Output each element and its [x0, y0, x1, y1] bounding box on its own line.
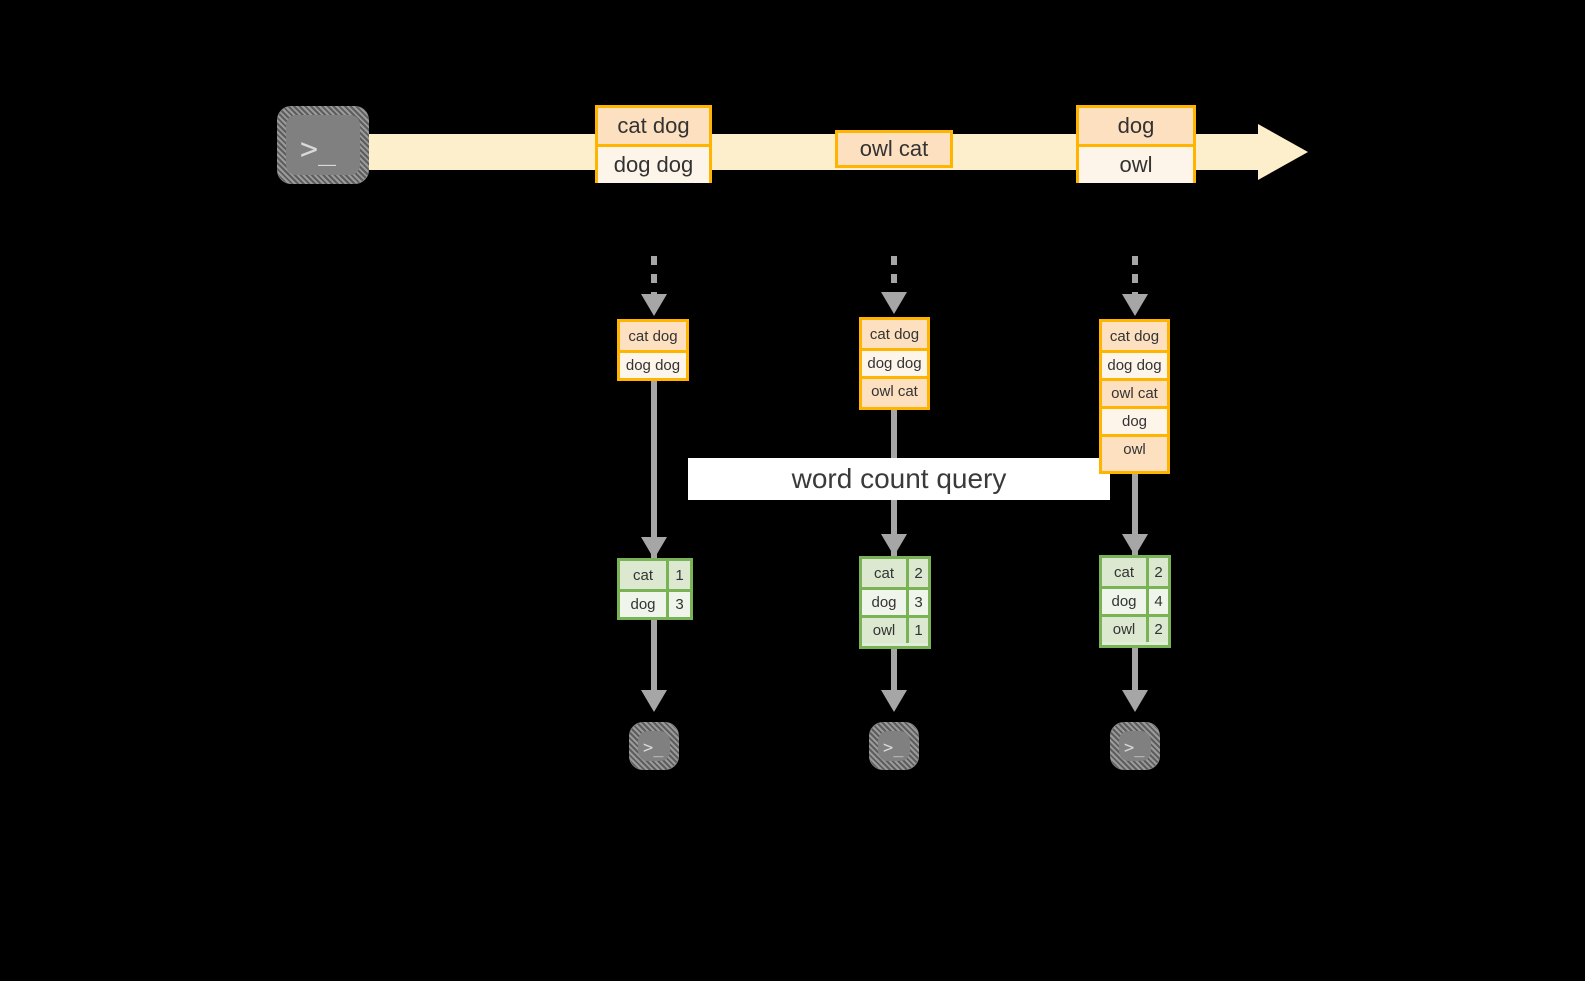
query-connector-head-2 — [881, 534, 907, 556]
terminal-prompt-glyph: >_ — [643, 738, 664, 758]
result-row: dog 3 — [862, 587, 928, 615]
result-word: cat — [1102, 558, 1146, 586]
result-count: 3 — [906, 590, 928, 615]
result-table-1: cat 1 dog 3 — [617, 558, 693, 620]
sink-connector-head-2 — [881, 690, 907, 712]
sink-terminal-icon-3[interactable]: >_ — [1110, 722, 1160, 770]
terminal-prompt-glyph: >_ — [1124, 738, 1145, 758]
dashed-connector-head-3 — [1122, 294, 1148, 316]
result-word: dog — [620, 592, 666, 617]
result-count: 2 — [906, 559, 928, 587]
terminal-prompt-glyph: >_ — [300, 132, 337, 167]
result-count: 4 — [1146, 589, 1168, 614]
sink-connector-2 — [891, 649, 897, 693]
result-row: owl 1 — [862, 615, 928, 643]
result-word: dog — [862, 590, 906, 615]
result-row: dog 3 — [620, 589, 690, 617]
query-connector-1 — [651, 381, 657, 559]
snapshot-box-3: cat dog dog dog owl cat dog owl — [1099, 319, 1170, 474]
sink-connector-1 — [651, 620, 657, 692]
source-terminal-icon[interactable]: >_ — [277, 106, 369, 184]
result-word: cat — [620, 561, 666, 589]
stream-record-group-2: owl cat — [835, 130, 953, 168]
result-word: dog — [1102, 589, 1146, 614]
terminal-prompt-glyph: >_ — [883, 738, 904, 758]
result-table-2: cat 2 dog 3 owl 1 — [859, 556, 931, 649]
snapshot-record: dog dog — [1102, 350, 1167, 378]
stream-record: owl cat — [838, 133, 950, 165]
result-row: cat 2 — [1102, 558, 1168, 586]
snapshot-box-1: cat dog dog dog — [617, 319, 689, 381]
stream-record-group-3: dog owl — [1076, 105, 1196, 183]
snapshot-record: cat dog — [1102, 322, 1167, 350]
result-count: 2 — [1146, 617, 1168, 642]
result-word: owl — [862, 618, 906, 643]
result-row: cat 2 — [862, 559, 928, 587]
result-count: 2 — [1146, 558, 1168, 586]
sink-terminal-icon-1[interactable]: >_ — [629, 722, 679, 770]
snapshot-box-2: cat dog dog dog owl cat — [859, 317, 930, 410]
result-word: cat — [862, 559, 906, 587]
snapshot-record: dog dog — [620, 350, 686, 378]
stream-record-group-1: cat dog dog dog — [595, 105, 712, 183]
dashed-connector-2 — [891, 256, 897, 296]
snapshot-record: dog dog — [862, 348, 927, 376]
sink-connector-3 — [1132, 648, 1138, 693]
query-connector-head-3 — [1122, 534, 1148, 556]
sink-terminal-icon-2[interactable]: >_ — [869, 722, 919, 770]
terminal-face — [878, 731, 910, 761]
dashed-connector-1 — [651, 256, 657, 296]
snapshot-record: owl cat — [1102, 378, 1167, 406]
dashed-connector-head-2 — [881, 292, 907, 314]
query-label-banner: word count query — [688, 458, 1110, 500]
stream-record: owl — [1079, 144, 1193, 183]
result-word: owl — [1102, 617, 1146, 642]
stream-record: dog — [1079, 108, 1193, 144]
result-count: 1 — [666, 561, 690, 589]
result-row: owl 2 — [1102, 614, 1168, 642]
dashed-connector-head-1 — [641, 294, 667, 316]
result-row: dog 4 — [1102, 586, 1168, 614]
stream-arrowhead — [1258, 124, 1308, 180]
snapshot-record: cat dog — [862, 320, 927, 348]
dashed-connector-3 — [1132, 256, 1138, 296]
result-count: 3 — [666, 592, 690, 617]
terminal-face — [286, 115, 360, 175]
result-row: cat 1 — [620, 561, 690, 589]
query-connector-3 — [1132, 473, 1138, 559]
result-count: 1 — [906, 618, 928, 643]
sink-connector-head-1 — [641, 690, 667, 712]
terminal-face — [638, 731, 670, 761]
stream-record: cat dog — [598, 108, 709, 144]
stream-record: dog dog — [598, 144, 709, 183]
snapshot-record: cat dog — [620, 322, 686, 350]
snapshot-record: owl cat — [862, 376, 927, 404]
result-table-3: cat 2 dog 4 owl 2 — [1099, 555, 1171, 648]
query-label-text: word count query — [791, 463, 1007, 494]
terminal-face — [1119, 731, 1151, 761]
snapshot-record: dog — [1102, 406, 1167, 434]
snapshot-record: owl — [1102, 434, 1167, 462]
sink-connector-head-3 — [1122, 690, 1148, 712]
query-connector-head-1 — [641, 537, 667, 559]
